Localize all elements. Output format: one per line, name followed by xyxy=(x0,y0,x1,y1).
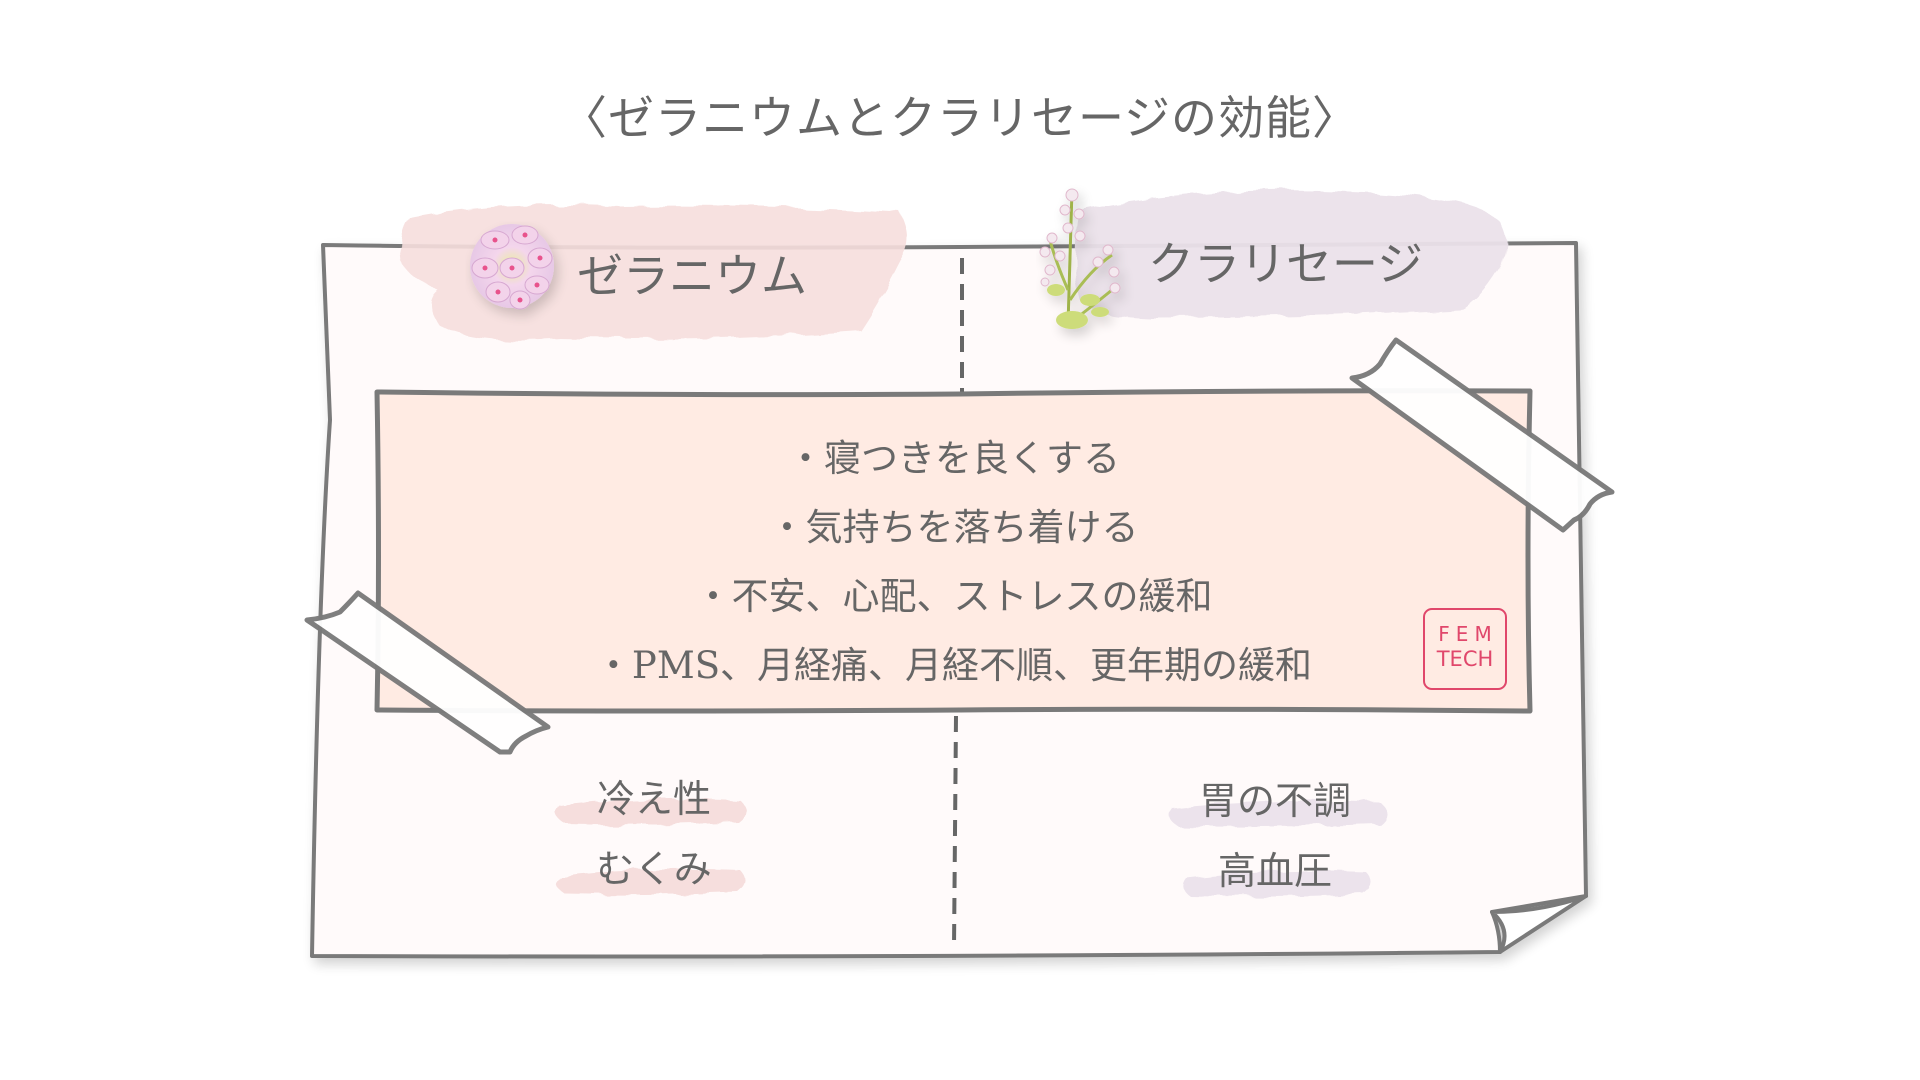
shared-benefit-item: ・寝つきを良くする xyxy=(787,437,1120,480)
geranium-flower-icon xyxy=(470,224,554,310)
extra-benefit-washes xyxy=(556,798,1386,897)
logo-line-2: TECH xyxy=(1436,647,1494,671)
clary-sage-extra-benefit: 胃の不調 xyxy=(1198,779,1351,823)
shared-benefit-item: ・不安、心配、ストレスの緩和 xyxy=(694,575,1213,618)
divider-bottom xyxy=(952,715,958,949)
page-curl xyxy=(1490,894,1588,954)
page-title: 〈ゼラニウムとクラリセージの効能〉 xyxy=(560,91,1360,145)
geranium-label: ゼラニウム xyxy=(577,249,807,303)
shared-benefits-list: ・寝つきを良くする ・気持ちを落ち着ける ・不安、心配、ストレスの緩和 ・PMS… xyxy=(377,424,1530,700)
femtech-logo: FEM TECH xyxy=(1423,608,1507,690)
geranium-extra-benefit: むくみ xyxy=(596,847,712,891)
shared-benefit-item: ・気持ちを落ち着ける xyxy=(768,506,1139,549)
clary-sage-label: クラリセージ xyxy=(1148,237,1424,291)
shared-benefit-item: ・PMS、月経痛、月経不順、更年期の緩和 xyxy=(594,644,1313,687)
tape-top-right xyxy=(1349,337,1615,533)
clary-sage-sprig-icon xyxy=(1039,188,1121,329)
clary-sage-extra-benefit: 高血圧 xyxy=(1217,849,1332,893)
tape-bottom-left xyxy=(304,590,551,755)
geranium-extra-benefit: 冷え性 xyxy=(596,777,711,821)
logo-line-1: FEM xyxy=(1438,622,1498,646)
right-label-wash xyxy=(1075,190,1508,318)
